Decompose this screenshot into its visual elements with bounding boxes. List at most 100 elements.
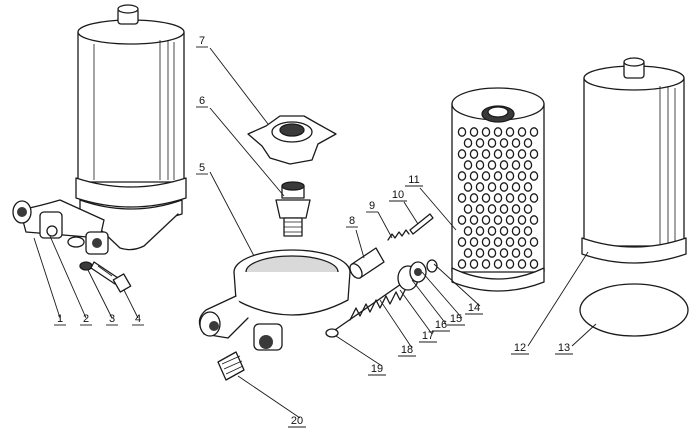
perforation-hole	[517, 127, 527, 137]
perforation-hole	[463, 248, 473, 258]
perforation-hole	[511, 248, 521, 258]
perforation-hole	[475, 160, 485, 170]
callout-11: 11	[408, 174, 419, 186]
callout-12: 12	[514, 342, 526, 354]
perforation-hole	[481, 193, 491, 203]
perforation-hole	[511, 182, 521, 192]
callout-14: 14	[468, 302, 480, 314]
callout-15: 15	[450, 313, 462, 325]
perforation-hole	[481, 215, 491, 225]
perforation-hole	[463, 160, 473, 170]
perforation-hole	[505, 237, 515, 247]
o-ring	[579, 283, 689, 337]
perforation-hole	[457, 215, 467, 225]
perforation-hole	[505, 215, 515, 225]
callout-13: 13	[558, 342, 570, 354]
perforation-hole	[529, 193, 539, 203]
callout-2: 2	[83, 313, 89, 325]
perforation-hole	[529, 259, 539, 269]
perforation-hole	[493, 215, 503, 225]
perforation-hole	[475, 138, 485, 148]
perforation-hole	[493, 237, 503, 247]
perforation-hole	[487, 204, 497, 214]
perforation-hole	[511, 160, 521, 170]
perforation-hole	[499, 226, 509, 236]
perforation-hole	[529, 127, 539, 137]
fitting	[275, 181, 311, 237]
callout-17: 17	[422, 330, 434, 342]
perforated-element	[451, 87, 545, 292]
perforation-hole	[517, 149, 527, 159]
perforation-hole	[481, 259, 491, 269]
perforation-hole	[457, 193, 467, 203]
perforation-hole	[487, 182, 497, 192]
perforation-hole	[499, 248, 509, 258]
callout-5: 5	[199, 162, 205, 174]
perforation-hole	[493, 259, 503, 269]
callout-19: 19	[371, 363, 383, 375]
filter-cover	[581, 57, 687, 264]
perforation-hole	[469, 237, 479, 247]
perforation-hole	[517, 171, 527, 181]
callout-16: 16	[435, 319, 447, 331]
perforation-hole	[487, 248, 497, 258]
perforation-hole	[457, 237, 467, 247]
perforation-hole	[481, 171, 491, 181]
perforation-hole	[505, 171, 515, 181]
perforation-hole	[499, 182, 509, 192]
callout-3: 3	[109, 313, 115, 325]
callout-1: 1	[57, 313, 63, 325]
perforation-hole	[517, 193, 527, 203]
callout-18: 18	[401, 344, 413, 356]
callout-7: 7	[199, 35, 205, 47]
perforation-hole	[457, 259, 467, 269]
perforation-holes	[457, 127, 539, 269]
perforation-hole	[505, 149, 515, 159]
perforation-hole	[529, 237, 539, 247]
perforation-hole	[463, 138, 473, 148]
callout-20: 20	[291, 415, 303, 427]
washer-and-bolt	[79, 261, 132, 293]
perforation-hole	[529, 149, 539, 159]
perforation-hole	[469, 259, 479, 269]
perforation-hole	[499, 204, 509, 214]
nut	[217, 351, 245, 381]
perforation-hole	[463, 226, 473, 236]
perforation-hole	[493, 171, 503, 181]
callout-8: 8	[349, 215, 355, 227]
perforation-hole	[475, 248, 485, 258]
plunger	[349, 247, 385, 279]
perforation-hole	[523, 160, 533, 170]
perforation-hole	[469, 171, 479, 181]
perforation-hole	[523, 226, 533, 236]
perforation-hole	[511, 204, 521, 214]
perforation-hole	[517, 237, 527, 247]
perforation-hole	[481, 127, 491, 137]
perforation-hole	[493, 127, 503, 137]
perforation-hole	[505, 259, 515, 269]
small-spring-and-pin	[387, 213, 434, 241]
perforation-hole	[523, 248, 533, 258]
spring-and-rod	[325, 259, 438, 338]
perforation-hole	[487, 138, 497, 148]
callout-10: 10	[392, 189, 404, 201]
perforation-hole	[493, 193, 503, 203]
perforation-hole	[529, 171, 539, 181]
perforation-hole	[523, 138, 533, 148]
perforation-hole	[469, 193, 479, 203]
perforation-hole	[463, 204, 473, 214]
callout-6: 6	[199, 95, 205, 107]
perforation-hole	[457, 127, 467, 137]
perforation-hole	[505, 127, 515, 137]
perforation-hole	[475, 226, 485, 236]
perforation-hole	[523, 204, 533, 214]
perforation-hole	[475, 204, 485, 214]
perforation-hole	[475, 182, 485, 192]
perforation-hole	[511, 226, 521, 236]
perforation-hole	[469, 149, 479, 159]
callout-4: 4	[135, 313, 141, 325]
perforation-hole	[511, 138, 521, 148]
perforation-hole	[517, 259, 527, 269]
